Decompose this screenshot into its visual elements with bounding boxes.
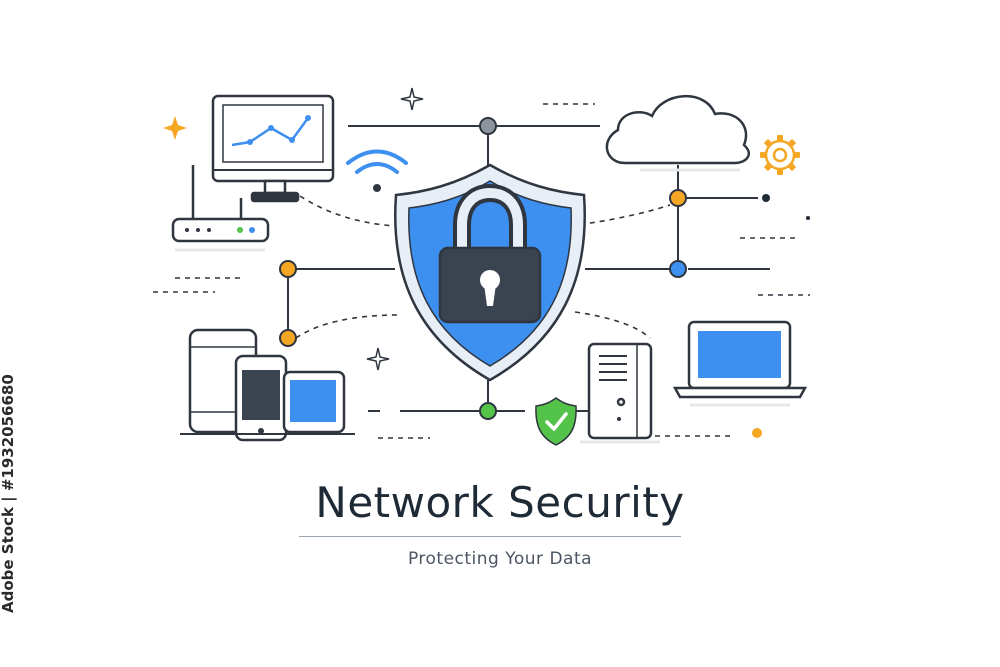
title-divider	[299, 536, 681, 537]
tablet-icon	[282, 370, 346, 434]
server-icon	[580, 342, 660, 444]
node-orange-left-bottom	[279, 329, 297, 347]
sparkle-icon	[366, 347, 390, 371]
router-icon	[171, 165, 270, 252]
dot-dark	[762, 194, 770, 202]
wifi-icon	[346, 149, 408, 192]
dot-orange	[752, 428, 762, 438]
monitor-icon	[211, 94, 335, 203]
node-gray	[479, 117, 497, 135]
sparkle-icon	[400, 87, 424, 111]
node-blue-right	[669, 260, 687, 278]
smartphone-icon	[188, 328, 288, 442]
laptop-icon	[672, 320, 808, 407]
page-subtitle: Protecting Your Data	[407, 549, 593, 569]
node-orange-left-top	[279, 260, 297, 278]
padlock-icon	[438, 183, 542, 324]
gear-icon	[760, 135, 800, 175]
cloud-icon	[605, 95, 750, 172]
dashed-lines	[153, 103, 810, 439]
connection-lines	[287, 125, 770, 412]
sparkle-icon	[163, 116, 187, 140]
dot-dark-small	[806, 216, 810, 220]
page-title: Network Security	[315, 478, 685, 527]
node-orange-right	[669, 189, 687, 207]
node-green-bottom	[479, 402, 497, 420]
network-nodes	[279, 117, 687, 420]
check-shield-icon	[535, 397, 577, 446]
stock-id-watermark: Adobe Stock | #1932056680	[0, 374, 17, 613]
